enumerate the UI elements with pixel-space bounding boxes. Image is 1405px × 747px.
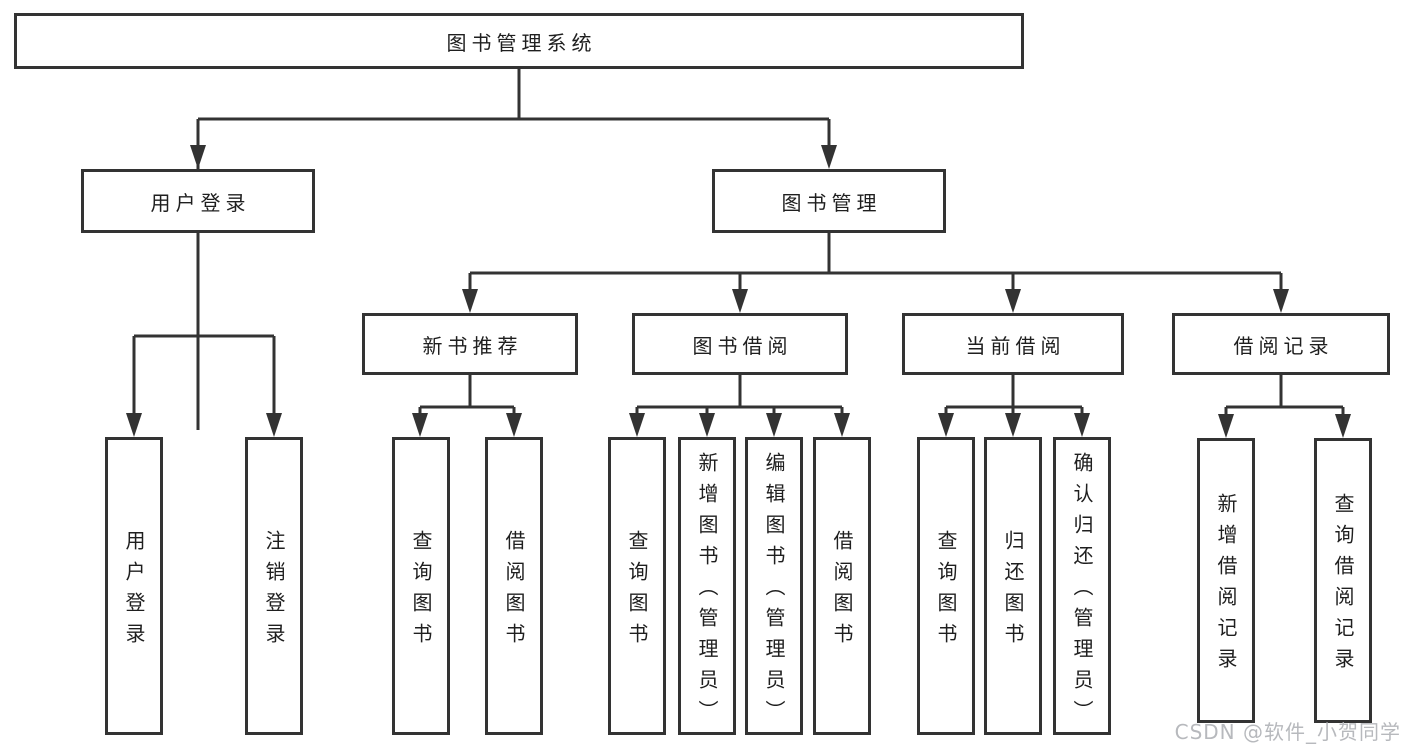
node-label: 图书管理 <box>781 190 882 215</box>
arrow-down-icon <box>1005 289 1021 313</box>
node-library-system: 图书管理系统 <box>14 13 1024 69</box>
node-label: 用户登录 <box>122 529 146 654</box>
node-book-management: 图书管理 <box>712 169 946 233</box>
node-label: 查询图书 <box>409 529 433 654</box>
arrow-down-icon <box>506 413 522 437</box>
watermark-text: CSDN @软件_小贺同学 <box>1174 720 1401 744</box>
node-label: 确认归还（管理员） <box>1070 452 1094 731</box>
arrow-down-icon <box>1074 413 1090 437</box>
node-label: 新书推荐 <box>422 333 523 358</box>
arrow-down-icon <box>126 413 142 437</box>
node-user-login-branch: 用户登录 <box>81 169 315 233</box>
node-edit-book-admin: 编辑图书（管理员） <box>745 437 803 735</box>
arrow-down-icon <box>938 413 954 437</box>
node-borrow-books-recommend: 借阅图书 <box>485 437 543 735</box>
node-user-login-leaf: 用户登录 <box>105 437 163 735</box>
node-label: 图书管理系统 <box>446 30 597 55</box>
connector-borrow-records-to-children <box>1218 375 1351 438</box>
node-label: 借阅记录 <box>1233 333 1334 358</box>
node-new-book-recommend: 新书推荐 <box>362 313 578 375</box>
node-add-book-admin: 新增图书（管理员） <box>678 437 736 735</box>
node-query-books-recommend: 查询图书 <box>392 437 450 735</box>
connector-book-management-to-modules <box>462 233 1289 313</box>
node-return-book: 归还图书 <box>984 437 1042 735</box>
arrow-down-icon <box>766 413 782 437</box>
connector-current-borrow-to-children <box>938 375 1090 437</box>
node-label: 当前借阅 <box>965 333 1066 358</box>
node-label: 借阅图书 <box>830 529 854 654</box>
node-query-borrow-record: 查询借阅记录 <box>1314 438 1372 723</box>
node-query-books-borrow: 查询图书 <box>608 437 666 735</box>
arrow-down-icon <box>1273 289 1289 313</box>
arrow-down-icon <box>834 413 850 437</box>
node-label: 图书借阅 <box>692 333 793 358</box>
node-add-borrow-record: 新增借阅记录 <box>1197 438 1255 723</box>
arrow-down-icon <box>266 413 282 437</box>
arrow-down-icon <box>1005 413 1021 437</box>
node-query-books-current: 查询图书 <box>917 437 975 735</box>
node-label: 新增借阅记录 <box>1214 493 1238 679</box>
node-book-borrow: 图书借阅 <box>632 313 848 375</box>
node-label: 查询图书 <box>934 529 958 654</box>
node-label: 编辑图书（管理员） <box>762 452 786 731</box>
node-confirm-return-admin: 确认归还（管理员） <box>1053 437 1111 735</box>
node-label: 新增图书（管理员） <box>695 452 719 731</box>
node-logout: 注销登录 <box>245 437 303 735</box>
arrow-down-icon <box>629 413 645 437</box>
arrow-down-icon <box>462 289 478 313</box>
arrow-down-icon <box>821 145 837 169</box>
connector-new-book-recommend-to-children <box>412 375 522 437</box>
node-borrow-books-leaf: 借阅图书 <box>813 437 871 735</box>
connector-book-borrow-to-children <box>629 375 850 437</box>
connector-user-login-to-children <box>126 233 282 437</box>
node-label: 注销登录 <box>262 529 286 654</box>
node-label: 查询图书 <box>625 529 649 654</box>
arrow-down-icon <box>1335 414 1351 438</box>
node-label: 借阅图书 <box>502 529 526 654</box>
arrow-down-icon <box>699 413 715 437</box>
node-borrow-records: 借阅记录 <box>1172 313 1390 375</box>
arrow-down-icon <box>1218 414 1234 438</box>
node-label: 归还图书 <box>1001 529 1025 654</box>
arrow-down-icon <box>190 145 206 169</box>
node-label: 查询借阅记录 <box>1331 493 1355 679</box>
node-label: 用户登录 <box>150 190 251 215</box>
node-current-borrow: 当前借阅 <box>902 313 1124 375</box>
arrow-down-icon <box>732 289 748 313</box>
arrow-down-icon <box>412 413 428 437</box>
